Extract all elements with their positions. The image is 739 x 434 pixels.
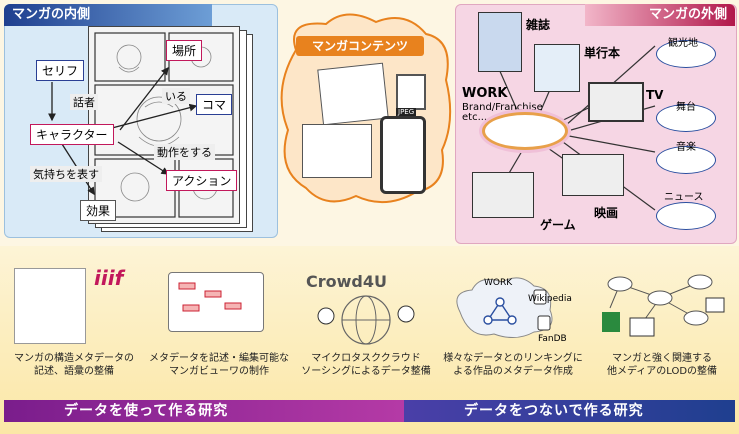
viewer-screen-illustration <box>168 272 264 332</box>
caption-item-3-line2: ソーシングによるデータ整備 <box>301 366 431 377</box>
relation-dousa: 動作をする <box>154 144 215 160</box>
link-fandb-label: FanDB <box>538 334 567 344</box>
work-node <box>482 112 568 150</box>
caption-item-4-line2: よる作品のメタデータ作成 <box>453 366 573 377</box>
media-eiga: 映画 <box>594 206 619 220</box>
linking-cloud-illustration <box>456 277 553 338</box>
bubble-news-label: ニュース <box>664 192 704 203</box>
label-character: キャラクター <box>30 124 114 145</box>
label-serif: セリフ <box>36 60 85 81</box>
relation-washa: 話者 <box>70 94 98 110</box>
relation-kimochi: 気持ちを表す <box>30 166 102 182</box>
bubble-kankouchi-label: 観光地 <box>668 38 698 49</box>
lod-network-illustration <box>602 274 725 337</box>
work-title: WORK <box>462 86 508 101</box>
bar-use-data: データを使って作る研究 <box>4 400 404 422</box>
caption-item-4: 様々なデータとのリンキングに よる作品のメタデータ作成 <box>438 352 588 378</box>
bubble-ongaku <box>656 146 716 174</box>
inside-manga-title: マンガの内側 <box>4 4 212 26</box>
caption-item-1-line2: 記述、語彙の整備 <box>34 366 114 377</box>
work-sub-brand: Brand/Franchise <box>462 102 543 113</box>
magazine-icon <box>478 12 522 72</box>
caption-item-1-line1: マンガの構造メタデータの <box>14 353 134 364</box>
jpeg-file-icon <box>396 74 426 110</box>
game-icon <box>472 172 534 218</box>
caption-item-2-line2: マンガビューワの制作 <box>169 366 269 377</box>
label-koma: コマ <box>196 94 233 115</box>
browser-window-thumbnail <box>302 124 372 178</box>
movie-film-icon <box>562 154 624 196</box>
inside-relations-arrows <box>48 66 198 196</box>
jpeg-label: JPEG <box>396 108 417 116</box>
caption-item-5: マンガと強く関連する 他メディアのLODの整備 <box>592 352 732 378</box>
media-zasshi: 雑誌 <box>526 18 551 32</box>
crowd-globe-illustration <box>317 295 415 345</box>
smartphone-thumbnail <box>380 116 426 194</box>
caption-item-4-line1: 様々なデータとのリンキングに <box>443 353 583 364</box>
crowd4u-logo: Crowd4U <box>306 272 387 291</box>
structure-metadata-illustration <box>14 268 86 344</box>
bubble-butai <box>656 104 716 132</box>
bubble-kankouchi <box>656 40 716 68</box>
relation-iru: いる <box>162 88 190 104</box>
caption-item-3-line1: マイクロタスククラウド <box>311 353 421 364</box>
caption-item-5-line2: 他メディアのLODの整備 <box>606 366 718 377</box>
caption-item-1: マンガの構造メタデータの 記述、語彙の整備 <box>4 352 144 378</box>
label-action: アクション <box>166 170 238 191</box>
label-kouka: 効果 <box>80 200 117 221</box>
caption-item-5-line1: マンガと強く関連する <box>612 353 712 364</box>
tv-icon <box>588 82 644 122</box>
media-tv: TV <box>646 88 664 102</box>
viewer-tags <box>178 282 242 312</box>
bubble-news <box>656 202 716 230</box>
work-sub-etc: etc... <box>462 112 488 123</box>
label-basho: 場所 <box>166 40 203 61</box>
manga-contents-title: マンガコンテンツ <box>296 36 424 56</box>
iiif-logo: iiif <box>94 266 124 290</box>
caption-item-2: メタデータを記述・編集可能な マンガビューワの制作 <box>144 352 294 378</box>
caption-item-2-line1: メタデータを記述・編集可能な <box>149 353 289 364</box>
bubble-butai-label: 舞台 <box>676 102 696 113</box>
link-wikipedia-label: Wikipedia <box>528 294 572 304</box>
tankoubon-icon <box>534 44 580 92</box>
manga-thumbnail-1 <box>317 62 389 126</box>
caption-item-3: マイクロタスククラウド ソーシングによるデータ整備 <box>296 352 436 378</box>
outside-manga-title: マンガの外側 <box>585 4 735 26</box>
media-game: ゲーム <box>540 218 576 232</box>
media-tankoubon: 単行本 <box>584 46 621 60</box>
link-work-label: WORK <box>484 278 513 288</box>
bubble-ongaku-label: 音楽 <box>676 142 696 153</box>
bar-link-data: データをつないで作る研究 <box>404 400 735 422</box>
